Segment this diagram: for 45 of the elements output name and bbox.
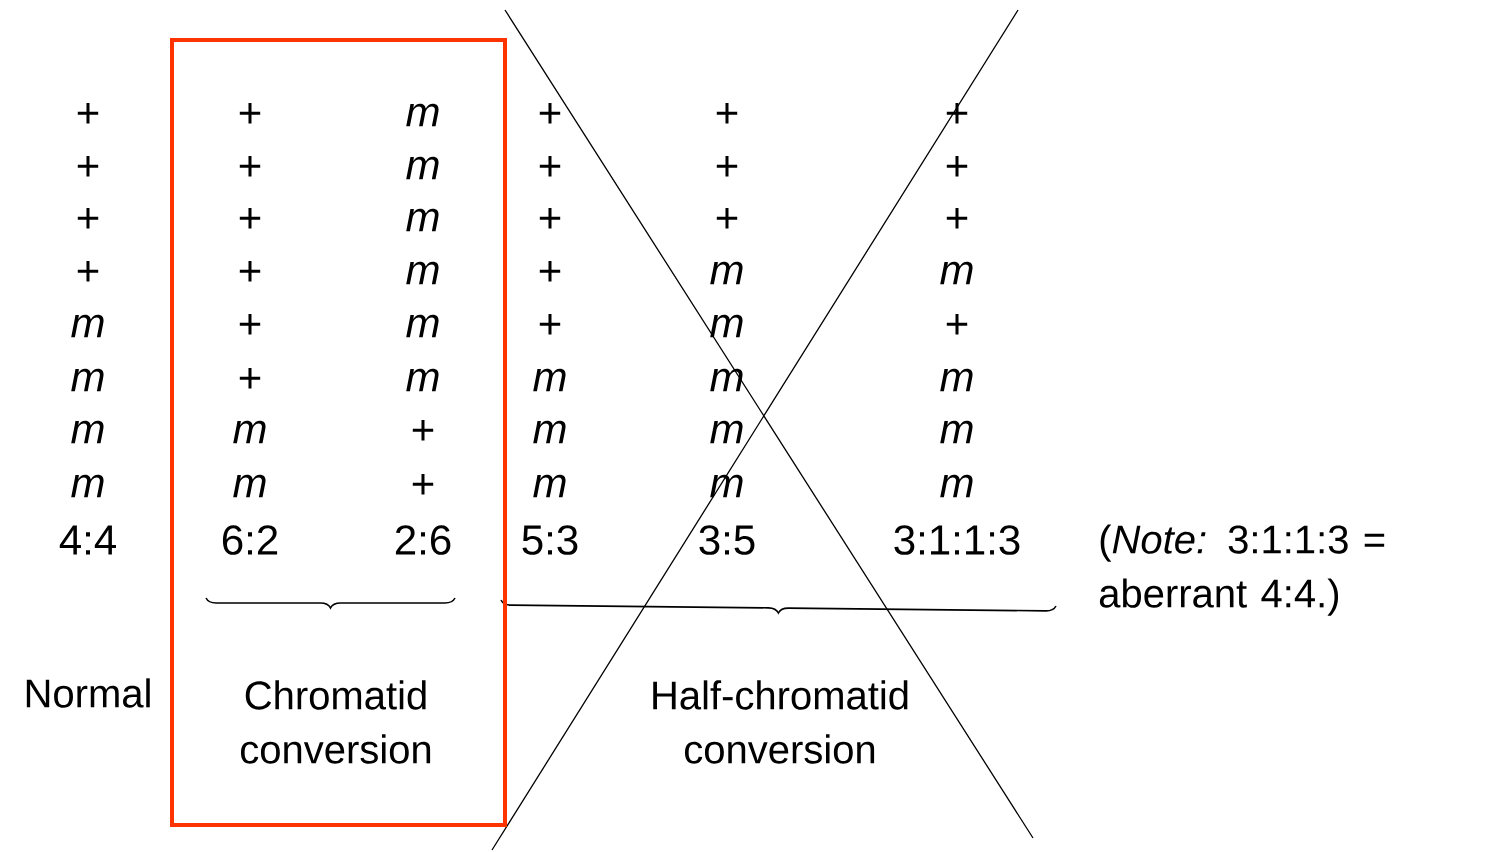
allele-symbol: + xyxy=(946,207,968,229)
allele-symbol: m xyxy=(406,314,439,338)
allele-symbol: + xyxy=(239,155,261,177)
allele-symbol: m xyxy=(940,474,973,498)
allele-symbol: m xyxy=(406,156,439,180)
allele-symbol: m xyxy=(406,261,439,285)
allele-symbol: m xyxy=(710,368,743,392)
allele-symbol: m xyxy=(233,420,266,444)
allele-symbol: + xyxy=(239,260,261,282)
allele-symbol: m xyxy=(71,420,104,444)
allele-symbol: m xyxy=(406,368,439,392)
ratio-label: 6:2 xyxy=(222,525,278,555)
allele-symbol: + xyxy=(239,102,261,124)
group-label: Half-chromatid conversion xyxy=(653,680,908,764)
allele-symbol: m xyxy=(710,314,743,338)
ratio-label: 3:1:1:3 xyxy=(894,525,1020,555)
allele-symbol: + xyxy=(946,155,968,177)
allele-symbol: + xyxy=(716,207,738,229)
allele-symbol: m xyxy=(940,261,973,285)
allele-symbol: + xyxy=(239,367,261,389)
allele-symbol: + xyxy=(239,207,261,229)
allele-symbol: m xyxy=(233,474,266,498)
allele-symbol: + xyxy=(946,313,968,335)
allele-symbol: + xyxy=(716,102,738,124)
allele-symbol: + xyxy=(77,207,99,229)
allele-symbol: m xyxy=(710,261,743,285)
allele-symbol: + xyxy=(716,155,738,177)
allele-symbol: m xyxy=(71,474,104,498)
ratio-label: 4:4 xyxy=(59,525,116,555)
ratio-label: 3:5 xyxy=(699,525,755,555)
allele-symbol: + xyxy=(239,313,261,335)
allele-symbol: m xyxy=(940,420,973,444)
allele-symbol: + xyxy=(412,473,434,495)
allele-symbol: m xyxy=(406,208,439,232)
allele-symbol: + xyxy=(77,102,99,124)
allele-symbol: + xyxy=(412,419,434,441)
allele-symbol: m xyxy=(406,103,439,127)
note-text: (Note: 3:1:1:3 = aberrant 4:4.) xyxy=(1099,524,1385,616)
allele-symbol: + xyxy=(77,260,99,282)
allele-symbol: m xyxy=(940,368,973,392)
allele-symbol: m xyxy=(71,314,104,338)
ratio-label: 2:6 xyxy=(395,525,451,555)
allele-symbol: + xyxy=(77,155,99,177)
allele-symbol: m xyxy=(71,368,104,392)
allele-symbol: m xyxy=(710,420,743,444)
